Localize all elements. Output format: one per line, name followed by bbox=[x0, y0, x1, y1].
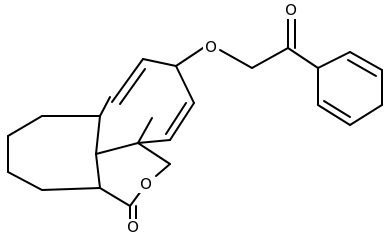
bond bbox=[137, 117, 153, 144]
ketone-oxygen-text: O bbox=[285, 1, 297, 19]
bond bbox=[142, 58, 177, 67]
pyranone-ring bbox=[95, 117, 171, 229]
bond bbox=[95, 142, 139, 155]
bond bbox=[219, 49, 253, 69]
bond bbox=[347, 59, 377, 77]
bond bbox=[99, 187, 131, 207]
bond bbox=[155, 163, 171, 177]
bond bbox=[175, 45, 207, 67]
bond bbox=[165, 102, 187, 135]
bond bbox=[7, 115, 43, 137]
bond bbox=[317, 104, 351, 126]
bond bbox=[111, 58, 144, 103]
bond bbox=[323, 100, 351, 118]
bond bbox=[95, 153, 101, 189]
ether-linker bbox=[175, 17, 319, 69]
ring-oxygen-text: O bbox=[140, 175, 152, 193]
bond bbox=[119, 68, 146, 105]
bond bbox=[95, 115, 101, 155]
ketone-oxygen-label: O bbox=[283, 1, 299, 19]
lactone-carbonyl-oxygen-text: O bbox=[127, 218, 139, 236]
cyclohexene-ring bbox=[7, 96, 111, 191]
bond bbox=[137, 139, 171, 144]
central-benzene-ring bbox=[111, 58, 195, 144]
bond bbox=[137, 142, 171, 165]
label-background bbox=[203, 39, 219, 56]
ether-oxygen-label: O bbox=[203, 38, 219, 56]
bond bbox=[41, 187, 101, 191]
bond bbox=[175, 65, 195, 104]
bond bbox=[251, 47, 289, 69]
bond bbox=[169, 102, 195, 141]
bond bbox=[287, 47, 319, 69]
bond bbox=[317, 51, 351, 69]
label-background bbox=[138, 176, 154, 193]
label-background bbox=[283, 2, 299, 19]
label-background bbox=[125, 219, 141, 236]
lactone-carbonyl-oxygen-label: O bbox=[125, 218, 141, 236]
bond bbox=[99, 96, 111, 117]
ether-oxygen-text: O bbox=[205, 38, 217, 56]
ring-oxygen-label: O bbox=[138, 175, 154, 193]
bond bbox=[349, 51, 383, 71]
phenyl-ring bbox=[317, 51, 383, 126]
bond bbox=[7, 171, 43, 191]
bond bbox=[349, 104, 383, 126]
